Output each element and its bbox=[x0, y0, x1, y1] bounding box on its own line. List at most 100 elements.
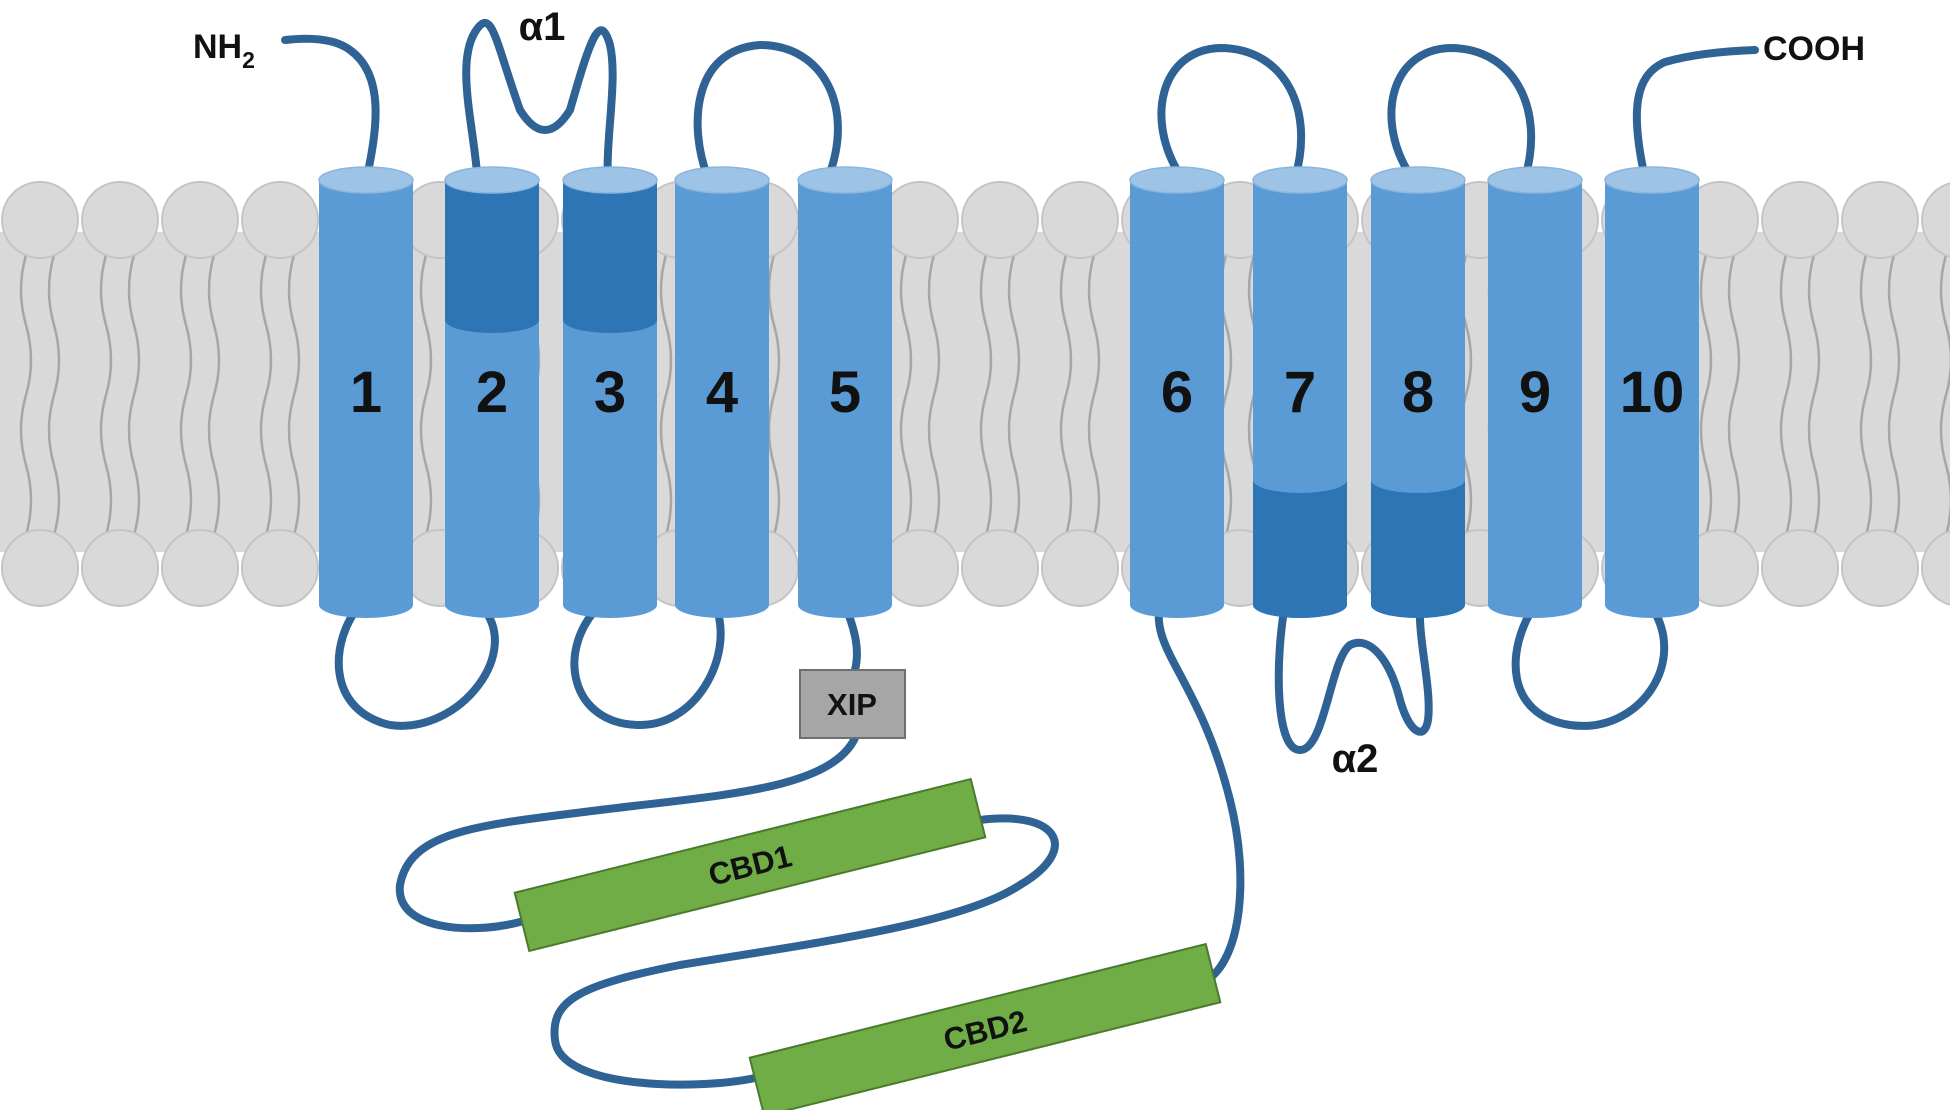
lipid-tail bbox=[1939, 254, 1950, 396]
lipid-tail bbox=[1699, 254, 1713, 396]
helix-number: 6 bbox=[1161, 360, 1193, 425]
alpha2-label: α2 bbox=[1332, 737, 1379, 781]
lipid-head-upper bbox=[961, 181, 1039, 259]
lipid-head-upper bbox=[1761, 181, 1839, 259]
helix-6: 6 bbox=[1129, 166, 1225, 618]
helix-bottom-cap bbox=[445, 592, 539, 618]
xip-label: XIP bbox=[827, 687, 877, 722]
lipid-tail bbox=[47, 394, 61, 536]
n-terminus-subscript: 2 bbox=[242, 47, 255, 73]
helix-top-cap bbox=[797, 166, 893, 194]
helix-bottom-cap bbox=[675, 592, 769, 618]
lipid-tail bbox=[99, 394, 113, 536]
lipid-head-upper bbox=[241, 181, 319, 259]
helix-number: 3 bbox=[594, 360, 626, 425]
lipid-tail bbox=[1887, 394, 1901, 536]
linker-cbd1-to-cbd2 bbox=[550, 814, 1059, 1089]
lipid-tail bbox=[259, 394, 273, 536]
lipid-tail bbox=[419, 394, 433, 536]
lipid-tail bbox=[1087, 394, 1101, 536]
reentrant-segment-edge bbox=[445, 307, 539, 333]
lipid-tail bbox=[287, 254, 301, 396]
helix-body bbox=[1130, 180, 1224, 605]
helix-bottom-cap bbox=[798, 592, 892, 618]
lipid-head-lower bbox=[81, 529, 159, 607]
lipid-head-lower bbox=[1921, 530, 1950, 606]
lipid-tail bbox=[287, 394, 301, 536]
lipid-head-upper bbox=[161, 181, 239, 259]
helix-number: 7 bbox=[1284, 360, 1316, 425]
lipid-tail bbox=[1059, 394, 1073, 536]
reentrant-segment-bottom bbox=[1253, 592, 1347, 618]
lipid-tail bbox=[659, 254, 673, 396]
helix-bottom-cap bbox=[1130, 592, 1224, 618]
lipid-tail bbox=[1779, 394, 1793, 536]
extracellular-loop-8-9 bbox=[1387, 43, 1536, 182]
xip-box: XIP bbox=[799, 669, 906, 739]
linker-xip-to-cbd1 bbox=[395, 734, 859, 933]
lipid-head-upper bbox=[1841, 181, 1919, 259]
helix-body bbox=[798, 180, 892, 605]
lipid-head-upper bbox=[1921, 182, 1950, 258]
c-terminus-label: COOH bbox=[1763, 30, 1865, 68]
helix-top-cap bbox=[674, 166, 770, 194]
reentrant-segment bbox=[445, 180, 539, 320]
lipid-tail bbox=[1727, 394, 1741, 536]
lipid-tail bbox=[899, 394, 913, 536]
reentrant-segment bbox=[563, 180, 657, 320]
lipid-head-upper bbox=[81, 181, 159, 259]
lipid-tail bbox=[259, 254, 273, 396]
lipid-head-lower bbox=[881, 529, 959, 607]
helix-5: 5 bbox=[797, 166, 893, 618]
lipid-tail bbox=[1939, 394, 1950, 536]
labels: NH2 COOH α1 α2 bbox=[193, 5, 1865, 781]
helix-top-cap bbox=[1604, 166, 1700, 194]
lipid-tail bbox=[1807, 254, 1821, 396]
lipid-tail bbox=[1859, 394, 1873, 536]
lipid-tail bbox=[767, 254, 781, 396]
extracellular-loop-6-7 bbox=[1157, 43, 1306, 182]
lipid-tail bbox=[979, 254, 993, 396]
lipid-tail bbox=[927, 394, 941, 536]
cbd2-domain: CBD2 bbox=[748, 942, 1222, 1115]
helix-body bbox=[1605, 180, 1699, 605]
lipid-head-lower bbox=[1041, 529, 1119, 607]
helix-top-cap bbox=[1487, 166, 1583, 194]
lipid-tail bbox=[47, 254, 61, 396]
helix-body bbox=[1488, 180, 1582, 605]
helix-number: 4 bbox=[706, 360, 738, 425]
helix-top-cap bbox=[1370, 166, 1466, 194]
lipid-tail bbox=[99, 254, 113, 396]
reentrant-segment bbox=[1253, 480, 1347, 605]
lipid-tail bbox=[1007, 254, 1021, 396]
helix-bottom-cap bbox=[1488, 592, 1582, 618]
lipid-tail bbox=[1727, 254, 1741, 396]
lipid-tail bbox=[179, 394, 193, 536]
lipid-tail bbox=[1699, 394, 1713, 536]
helix-10: 10 bbox=[1604, 166, 1700, 618]
intracellular-loop-1-2 bbox=[334, 601, 499, 730]
n-terminal-tail bbox=[281, 34, 380, 189]
lipid-tail bbox=[1887, 254, 1901, 396]
lipid-tail bbox=[127, 394, 141, 536]
lipid-head-lower bbox=[161, 529, 239, 607]
lipid-head-upper bbox=[1, 181, 79, 259]
lipid-tail bbox=[179, 254, 193, 396]
lipid-tail bbox=[207, 394, 221, 536]
helix-1: 1 bbox=[318, 166, 414, 618]
lipid-tail bbox=[419, 254, 433, 396]
helix-top-cap bbox=[1129, 166, 1225, 194]
lipid-head-upper bbox=[1041, 181, 1119, 259]
helix-body bbox=[675, 180, 769, 605]
lipid-head-lower bbox=[1761, 529, 1839, 607]
helix-4: 4 bbox=[674, 166, 770, 618]
lipid-tail bbox=[1859, 254, 1873, 396]
alpha1-label: α1 bbox=[519, 5, 566, 49]
lipid-tail bbox=[767, 394, 781, 536]
helix-8: 8 bbox=[1370, 166, 1466, 618]
alpha2-reentrant-loop bbox=[1274, 601, 1433, 755]
intracellular-loop-3-4 bbox=[570, 601, 725, 730]
helix-2: 2 bbox=[444, 166, 540, 618]
